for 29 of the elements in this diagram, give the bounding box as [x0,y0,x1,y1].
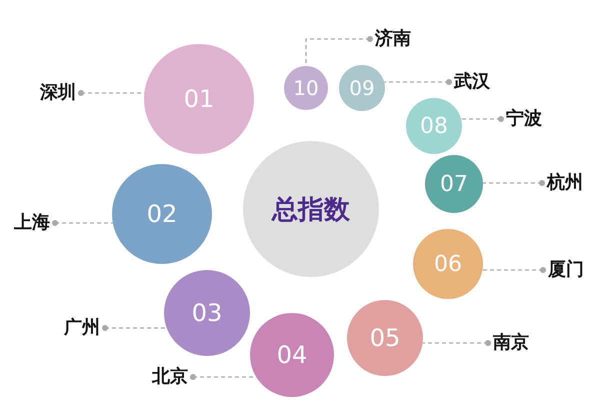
city-label: 广州 [64,317,100,339]
leader-line [384,79,452,85]
leader-line [305,36,373,66]
number-circle: 09 [339,65,385,111]
number-circle: 06 [413,229,483,299]
number-circle: 01 [144,44,254,154]
leader-line [102,325,167,331]
city-label: 杭州 [547,172,583,194]
city-label: 深圳 [40,82,76,104]
city-label: 南京 [493,332,529,354]
leader-line [422,340,491,346]
city-label: 厦门 [548,259,584,281]
leader-line [52,220,113,226]
city-label: 武汉 [454,71,490,93]
number-circle: 04 [250,313,334,397]
number-circle: 05 [347,300,423,376]
number-circle: 08 [406,98,462,154]
leader-line [461,116,504,122]
number-circle: 02 [112,164,212,264]
leader-line [482,267,546,273]
city-label: 济南 [375,28,411,50]
city-label: 宁波 [506,108,542,130]
city-label: 北京 [152,366,188,388]
index-circle: 总指数 [243,141,379,277]
number-circle: 10 [284,66,328,110]
city-label: 上海 [14,212,50,234]
leader-line [482,180,545,186]
number-circle: 07 [425,155,483,213]
number-circle: 03 [164,270,250,356]
